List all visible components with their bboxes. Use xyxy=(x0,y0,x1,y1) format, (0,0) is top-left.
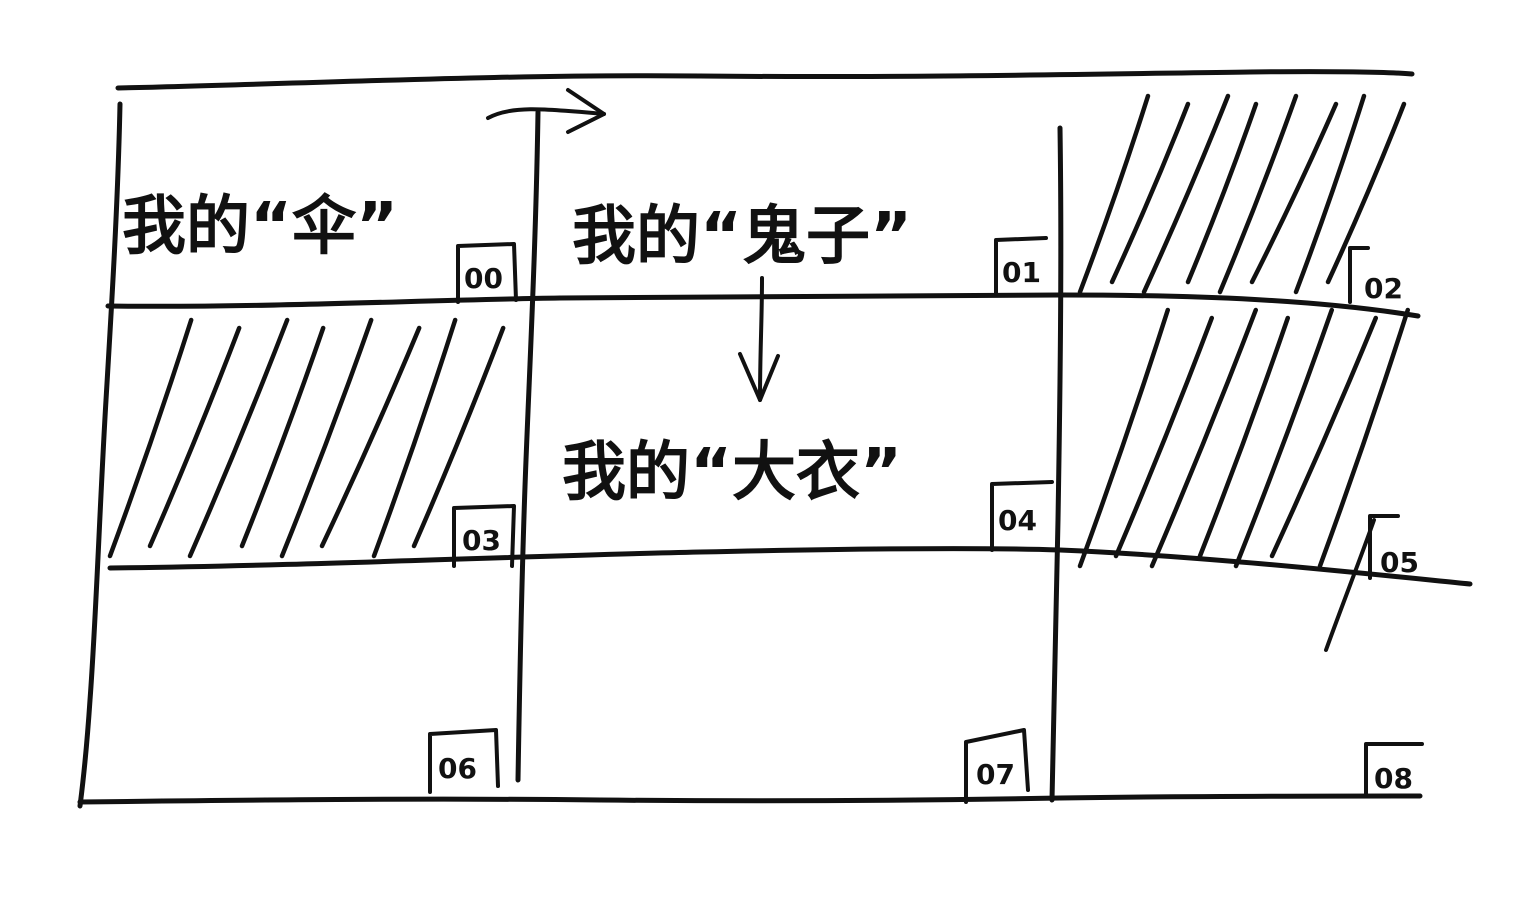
hatch-stroke xyxy=(1141,93,1231,295)
hatch-cell-05 xyxy=(1077,307,1411,569)
hatch-stroke xyxy=(107,317,194,559)
id-box-02 xyxy=(1348,246,1370,304)
hatch-stroke xyxy=(1197,315,1291,559)
cell-01-id: 01 xyxy=(1002,256,1041,289)
grid-line-bottom xyxy=(77,793,1423,805)
grid-line-col0 xyxy=(77,101,123,809)
grid-line-row2 xyxy=(107,546,1473,587)
cell-05-id: 05 xyxy=(1380,546,1419,579)
id-box-05 xyxy=(1368,514,1400,580)
cell-06-id: 06 xyxy=(438,752,477,785)
hatch-stroke xyxy=(279,317,374,559)
hatch-stroke xyxy=(319,325,422,549)
arrow-right xyxy=(486,88,606,134)
cell-01-label: 我的“鬼子” xyxy=(572,200,912,274)
id-box-03 xyxy=(452,504,516,568)
stray-stroke xyxy=(1324,518,1376,652)
hatch-stroke xyxy=(1149,307,1259,569)
hatch-stroke xyxy=(1185,101,1259,285)
grid-line-col1 xyxy=(515,109,541,783)
hatch-stroke xyxy=(1233,307,1335,569)
hatch-stroke xyxy=(1217,93,1299,295)
hatch-cell-03 xyxy=(107,317,506,559)
id-box-06 xyxy=(428,728,500,794)
hatch-stroke xyxy=(239,325,326,549)
hatch-cell-02 xyxy=(1077,93,1407,295)
cell-03-id: 03 xyxy=(462,524,501,557)
hatch-stroke xyxy=(1113,315,1215,559)
grid-line-row1 xyxy=(105,292,1421,319)
hatch-stroke xyxy=(147,325,242,549)
cell-08-id: 08 xyxy=(1374,762,1413,795)
hatch-stroke xyxy=(1249,101,1339,285)
id-box-01 xyxy=(994,236,1048,296)
arrow-down xyxy=(738,276,780,402)
id-box-00 xyxy=(456,242,518,304)
id-box-08 xyxy=(1364,742,1424,798)
grid-line-col2 xyxy=(1049,125,1064,803)
hatch-stroke xyxy=(1317,307,1411,569)
hatch-stroke xyxy=(1325,101,1407,285)
hatch-stroke xyxy=(1269,315,1379,559)
cell-02-id: 02 xyxy=(1364,272,1403,305)
hatch-stroke xyxy=(1077,93,1151,295)
id-box-07 xyxy=(964,728,1030,804)
hatch-stroke xyxy=(1109,101,1191,285)
hatch-stroke xyxy=(411,325,506,549)
cell-00-label: 我的“伞” xyxy=(122,190,398,264)
id-box-04 xyxy=(990,480,1054,552)
cell-04-label: 我的“大衣” xyxy=(562,436,902,510)
hatch-stroke xyxy=(187,317,290,559)
grid-line-top xyxy=(115,69,1415,91)
cell-07-id: 07 xyxy=(976,758,1015,791)
cell-00-id: 00 xyxy=(464,262,503,295)
hatch-stroke xyxy=(371,317,458,559)
hatch-stroke xyxy=(1077,307,1171,569)
cell-04-id: 04 xyxy=(998,504,1037,537)
hatch-stroke xyxy=(1293,93,1367,295)
